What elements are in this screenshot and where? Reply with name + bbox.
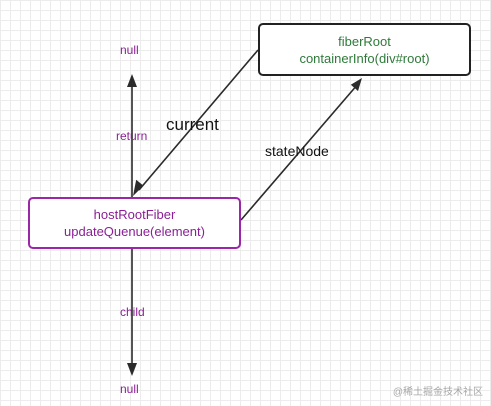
top-null-label: null	[120, 43, 139, 57]
fiber-root-title: fiberRoot	[338, 33, 391, 49]
host-root-fiber-node: hostRootFiber updateQuenue(element)	[28, 197, 241, 249]
return-label: return	[116, 129, 148, 143]
current-edge	[138, 49, 259, 191]
fiber-root-node: fiberRoot containerInfo(div#root)	[258, 23, 471, 76]
child-label: child	[120, 305, 145, 319]
state-node-label: stateNode	[265, 143, 329, 159]
current-label: current	[166, 115, 219, 134]
child-arrowhead	[127, 363, 137, 376]
return-arrowhead	[127, 74, 137, 87]
state-node-edge	[240, 83, 359, 221]
current-arrowhead	[133, 179, 144, 196]
state-node-arrowhead	[350, 78, 362, 91]
bottom-null-label: null	[120, 382, 139, 396]
host-root-fiber-update-queue: updateQuenue(element)	[64, 224, 205, 239]
watermark: @稀土掘金技术社区	[392, 387, 483, 398]
host-root-fiber-title: hostRootFiber	[93, 207, 176, 222]
fiber-root-container-info: containerInfo(div#root)	[299, 50, 430, 66]
